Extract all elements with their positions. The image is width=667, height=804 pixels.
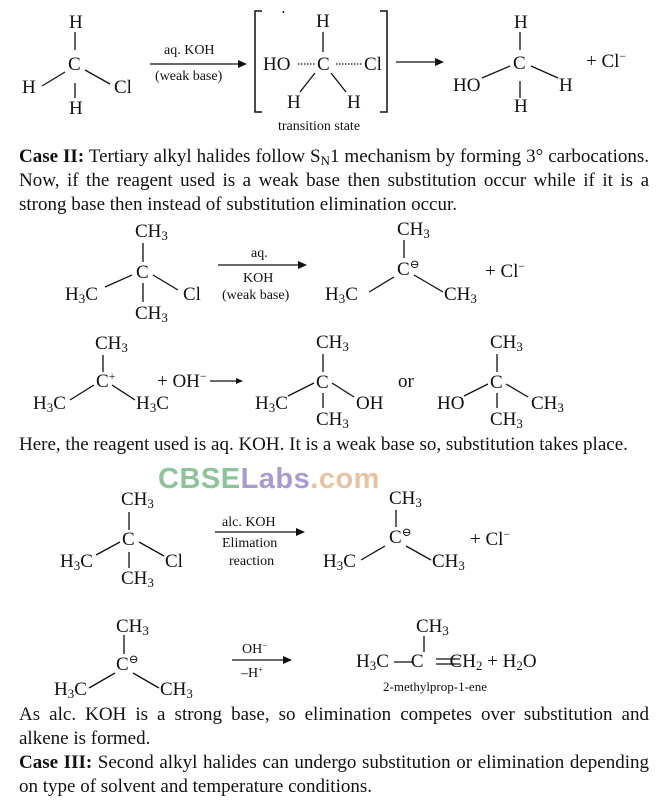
group-ch3: CH3 bbox=[531, 393, 564, 416]
group-h3c: H3C bbox=[65, 284, 98, 307]
group-ch3: CH3 bbox=[389, 488, 422, 511]
hydroxide-reagent: + OH− bbox=[157, 369, 207, 392]
atom-h: H bbox=[559, 75, 573, 96]
group-ch3: CH3 bbox=[121, 568, 154, 591]
group-ch3: CH3 bbox=[316, 332, 349, 355]
group-h3c: H3C bbox=[323, 551, 356, 574]
group-h3c: H3C bbox=[325, 284, 358, 307]
case-3-label: Case III: bbox=[19, 752, 93, 773]
group-ch3: CH3 bbox=[116, 616, 149, 639]
watermark: CBSELabs.com bbox=[158, 463, 380, 495]
atom-h: H bbox=[514, 96, 528, 117]
arrow-reagent: alc. KOH bbox=[222, 515, 276, 530]
arrow-condition: (weak base) bbox=[222, 288, 290, 303]
note-strong-base: As alc. KOH is a strong base, so elimina… bbox=[19, 704, 649, 749]
atom-h: H bbox=[69, 98, 83, 119]
group-ch3: CH3 bbox=[95, 333, 128, 356]
atom-h: H bbox=[347, 92, 361, 113]
group-h3c: H3C bbox=[60, 551, 93, 574]
atom-c: C bbox=[317, 54, 330, 75]
group-oh: OH bbox=[356, 393, 384, 414]
note-weak-base: Here, the reagent used is aq. KOH. It is… bbox=[19, 434, 628, 455]
or-text: or bbox=[398, 371, 414, 392]
group-ch3: CH3 bbox=[397, 219, 430, 242]
transition-state-label: transition state bbox=[278, 119, 361, 134]
atom-h: H bbox=[316, 11, 330, 32]
atom-c-carbanion: C⊖ bbox=[397, 257, 420, 280]
atom-c: C bbox=[122, 529, 135, 550]
group-h3c: H3C bbox=[54, 679, 87, 702]
arrow-reagent: OH− bbox=[242, 639, 268, 657]
arrow-reagent: KOH bbox=[243, 271, 274, 286]
group-ch3: CH3 bbox=[316, 409, 349, 432]
atom-c: C bbox=[136, 262, 149, 283]
chloride-ion: + Cl− bbox=[586, 49, 627, 72]
case-3-paragraph: Case III: Second alkyl halides can under… bbox=[19, 752, 650, 797]
arrow-reagent: aq. bbox=[251, 246, 268, 261]
atom-c: C bbox=[68, 54, 81, 75]
case-2-label: Case II: bbox=[19, 146, 85, 167]
atom-h: H bbox=[69, 12, 83, 33]
atom-c-carbocation: C+ bbox=[96, 369, 116, 392]
atom-cl: Cl bbox=[165, 551, 183, 572]
atom-cl: Cl bbox=[114, 77, 132, 98]
group-ch3: CH3 bbox=[135, 303, 168, 326]
atom-h: H bbox=[287, 92, 301, 113]
atom-h: H bbox=[22, 77, 36, 98]
arrow-condition: (weak base) bbox=[155, 69, 223, 84]
atom-c: C bbox=[316, 372, 329, 393]
arrow-reagent: aq. KOH bbox=[164, 43, 215, 58]
dot-mark: • bbox=[282, 8, 285, 17]
group-h3c: H3C bbox=[33, 393, 66, 416]
group-h3c: H3C bbox=[136, 393, 169, 416]
atom-c-carbanion: C⊖ bbox=[116, 652, 139, 675]
group-ho: HO bbox=[437, 393, 465, 414]
atom-c-carbanion: C⊖ bbox=[389, 525, 412, 548]
group-ho: HO bbox=[453, 75, 481, 96]
arrow-condition: Elimation bbox=[222, 536, 278, 551]
arrow-condition: –H+ bbox=[241, 663, 264, 681]
group-ch3: CH3 bbox=[490, 332, 523, 355]
atom-c: C bbox=[513, 53, 526, 74]
atom-cl: Cl bbox=[183, 284, 201, 305]
product-name: 2-methylprop-1-ene bbox=[383, 679, 487, 694]
group-ch3: CH3 bbox=[416, 616, 449, 639]
chloride-ion: + Cl− bbox=[470, 527, 511, 550]
group-ch3: CH3 bbox=[490, 409, 523, 432]
atom-h: H bbox=[514, 12, 528, 33]
chloride-ion: + Cl− bbox=[485, 259, 526, 282]
group-h3c: H3C bbox=[255, 393, 288, 416]
atom-cl: Cl bbox=[364, 54, 382, 75]
atom-c: C bbox=[490, 372, 503, 393]
group-ch3: CH3 bbox=[121, 489, 154, 512]
case-2-paragraph: Case II: Tertiary alkyl halides follow S… bbox=[19, 146, 649, 215]
group-ch3: CH3 bbox=[160, 679, 193, 702]
group-ch3: CH3 bbox=[135, 221, 168, 244]
group-ho: HO bbox=[263, 54, 291, 75]
arrow-condition: reaction bbox=[229, 554, 275, 569]
group-ch3: CH3 bbox=[444, 284, 477, 307]
group-ch3: CH3 bbox=[432, 551, 465, 574]
